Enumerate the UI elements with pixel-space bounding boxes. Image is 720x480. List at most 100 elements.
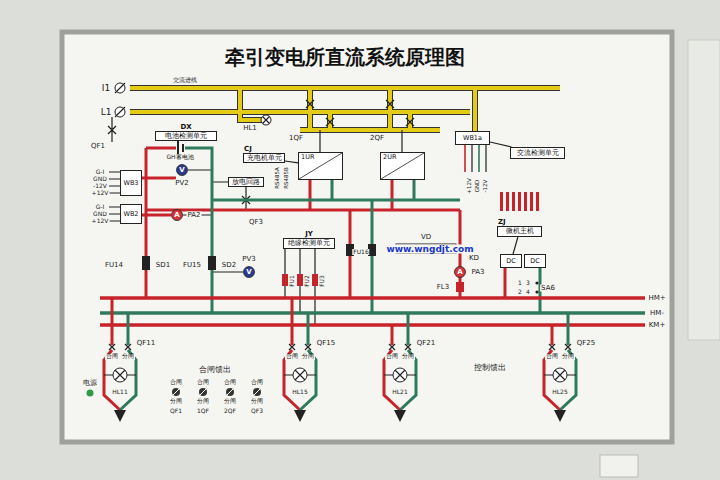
meter-face bbox=[455, 267, 466, 278]
part-label: HM+ bbox=[647, 295, 666, 302]
diagram-title: 牵引变电所直流系统原理图 bbox=[0, 46, 690, 68]
part-label: 交流进线 bbox=[172, 77, 198, 83]
part-label: 分闸 bbox=[561, 354, 575, 360]
part-label: RS485A bbox=[275, 166, 281, 190]
terminal-strip bbox=[518, 192, 521, 211]
lamp-symbol bbox=[113, 368, 127, 382]
part-label: PA3 bbox=[470, 269, 485, 276]
part-label: HL1 bbox=[242, 125, 258, 132]
part-label: PV2 bbox=[174, 180, 189, 187]
part-label: 合闸 bbox=[169, 379, 183, 385]
part-label: GND bbox=[475, 179, 481, 194]
part-label: 合闸馈出 bbox=[198, 366, 232, 374]
terminal-strip bbox=[500, 192, 503, 211]
board-panel bbox=[62, 32, 672, 442]
unit-name: V bbox=[179, 167, 184, 174]
lamp-symbol bbox=[393, 368, 407, 382]
part-label: HL11 bbox=[111, 389, 129, 395]
ac-bus-outline bbox=[130, 88, 560, 131]
feeder-arrow bbox=[294, 410, 306, 422]
signal-wire bbox=[478, 145, 480, 172]
feeder-wire bbox=[120, 313, 136, 410]
switch-contact bbox=[535, 290, 538, 293]
unit-box: 交流检测单元 bbox=[510, 147, 565, 159]
part-label: L1 bbox=[100, 108, 113, 117]
unit-box: WB3 bbox=[120, 170, 142, 196]
meter-face bbox=[177, 165, 188, 176]
part-label: SD2 bbox=[221, 262, 237, 269]
unit-name: 电池检测单元 bbox=[165, 133, 207, 140]
part-label: 2QF bbox=[369, 135, 385, 142]
power-indicator bbox=[87, 390, 94, 397]
part-label: HL21 bbox=[391, 389, 409, 395]
part-label: +12V bbox=[91, 218, 110, 224]
part-label: 合闸 bbox=[285, 354, 299, 360]
unit-name: 放电回路 bbox=[232, 179, 260, 186]
bus-bar bbox=[100, 311, 645, 315]
fuse-symbol bbox=[297, 274, 303, 286]
part-label: 4 bbox=[525, 289, 531, 295]
feeder-wire bbox=[384, 325, 400, 410]
meter-circle: V bbox=[176, 164, 188, 176]
lamp-cross bbox=[555, 370, 565, 380]
unit-box: WB2 bbox=[120, 204, 142, 224]
connector-line bbox=[285, 161, 298, 163]
fuse-symbol bbox=[142, 256, 150, 270]
part-label: QF21 bbox=[416, 340, 436, 347]
part-label: VD bbox=[420, 234, 432, 241]
meter-circle: A bbox=[171, 209, 183, 221]
part-label: 2QF bbox=[223, 408, 237, 414]
unit-heading: DX bbox=[180, 124, 191, 131]
part-label: FL3 bbox=[436, 284, 450, 291]
control-wires bbox=[108, 83, 486, 325]
part-label: FU14 bbox=[104, 262, 124, 269]
terminal-strip bbox=[536, 192, 539, 211]
lamp-symbol bbox=[261, 115, 271, 125]
unit-name: WB1a bbox=[463, 135, 482, 142]
part-label: 1QF bbox=[196, 408, 210, 414]
part-label: G-I bbox=[95, 204, 106, 210]
part-label: I1 bbox=[101, 84, 111, 93]
meter-face bbox=[244, 267, 255, 278]
lamp-cross bbox=[115, 370, 125, 380]
part-label: HM- bbox=[649, 310, 665, 317]
unit-box: DX电池检测单元 bbox=[155, 131, 217, 141]
unit-name: 充电机单元 bbox=[247, 155, 282, 162]
unit-name: 2UR bbox=[383, 154, 396, 161]
fuse-symbol bbox=[208, 256, 216, 270]
unit-heading: JY bbox=[305, 231, 313, 238]
fuse-symbol bbox=[456, 282, 464, 292]
meter-face bbox=[172, 210, 183, 221]
part-label: SD1 bbox=[155, 262, 171, 269]
part-label: -12V bbox=[483, 179, 489, 194]
unit-name: A bbox=[174, 212, 179, 219]
part-label: 1 bbox=[517, 280, 523, 286]
part-label: GND bbox=[92, 176, 108, 182]
bus-bar bbox=[100, 298, 645, 325]
part-label: 合闸 bbox=[385, 354, 399, 360]
lamp-cross bbox=[295, 370, 305, 380]
terminal-strip bbox=[530, 192, 533, 211]
unit-heading: ZJ bbox=[498, 219, 506, 226]
part-label: FU15 bbox=[182, 262, 202, 269]
unit-heading: CJ bbox=[244, 146, 252, 153]
meter-circle: A bbox=[454, 266, 466, 278]
part-label: 控制馈出 bbox=[473, 364, 507, 372]
part-label: 分闸 bbox=[401, 354, 415, 360]
unit-name: WB2 bbox=[123, 211, 138, 218]
unit-box: ZJ微机主机 bbox=[497, 226, 542, 237]
lamp-symbol bbox=[553, 368, 567, 382]
part-label: FU16 bbox=[352, 249, 369, 255]
unit-box: 放电回路 bbox=[228, 177, 264, 187]
fuse-symbol bbox=[282, 274, 288, 286]
part-label: QF3 bbox=[250, 408, 264, 414]
unit-name: DC bbox=[530, 258, 540, 265]
feeder-wire bbox=[544, 325, 560, 410]
part-label: 电源 bbox=[82, 380, 98, 387]
part-label: 合闸 bbox=[105, 354, 119, 360]
part-label: 1QF bbox=[288, 135, 304, 142]
feeder-arrow bbox=[394, 410, 406, 422]
terminal-strip bbox=[506, 192, 509, 211]
part-label: G-I bbox=[95, 169, 106, 175]
